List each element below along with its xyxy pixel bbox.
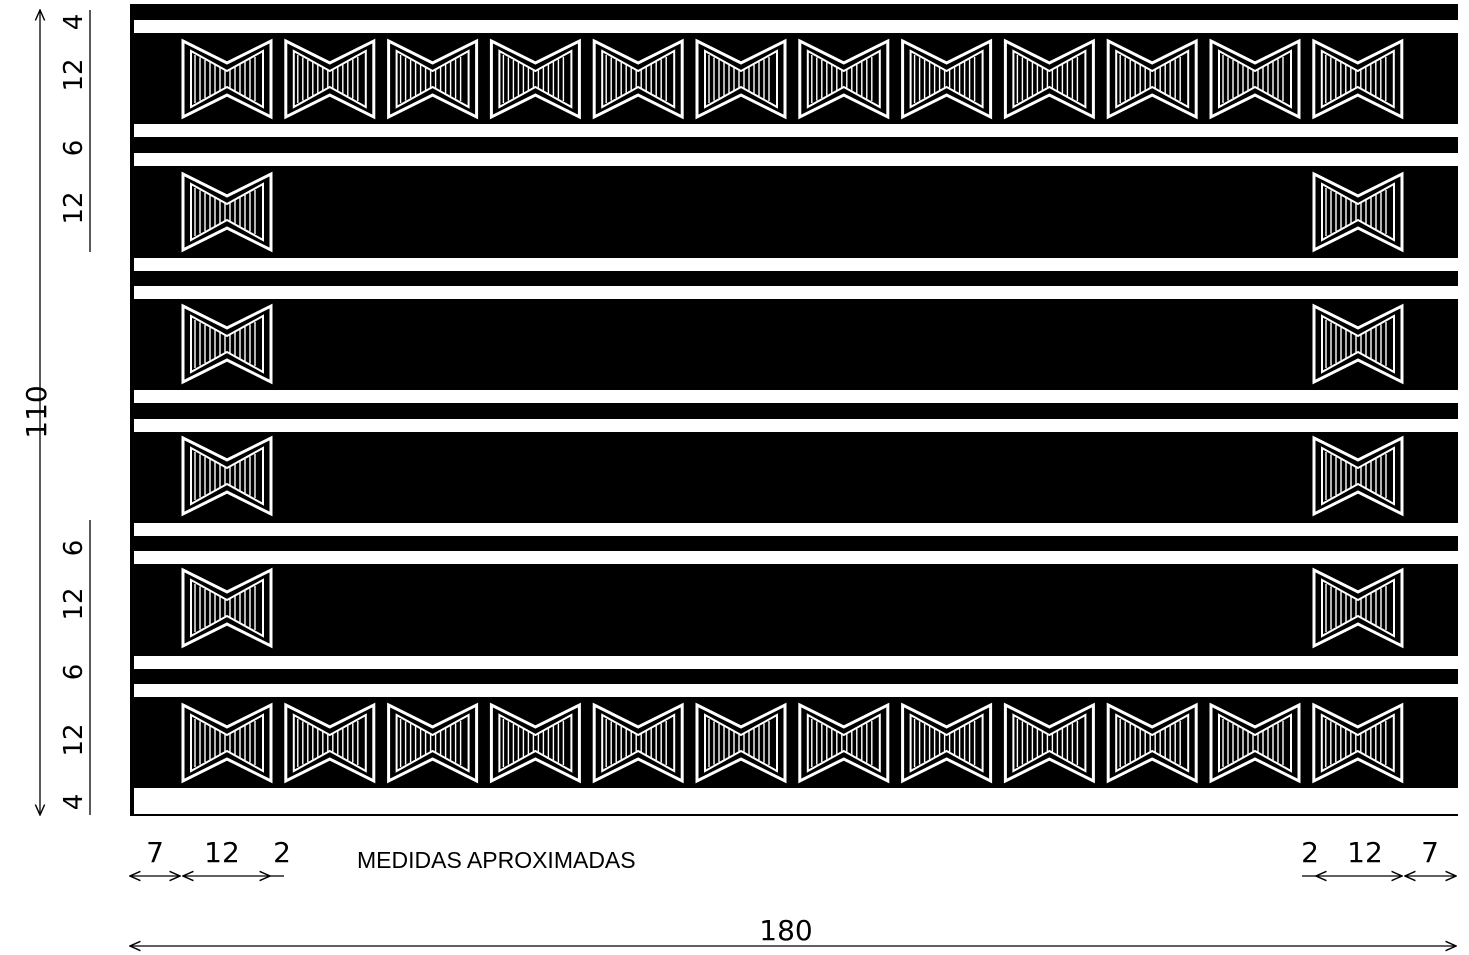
total-width-label: 180 bbox=[759, 914, 812, 947]
dim-bottom-12: 12 bbox=[59, 587, 89, 620]
bowtie-motif bbox=[284, 38, 376, 120]
bowtie-motif bbox=[181, 171, 273, 253]
bowtie-motif bbox=[181, 567, 273, 649]
dim-left-12: 12 bbox=[204, 836, 240, 869]
stripe bbox=[134, 286, 1458, 299]
bowtie-motif bbox=[1209, 38, 1301, 120]
dim-bottom-6: 6 bbox=[59, 540, 89, 557]
dim-right-7: 7 bbox=[1421, 836, 1439, 869]
bowtie-motif bbox=[798, 702, 890, 784]
bowtie-motif bbox=[284, 702, 376, 784]
bowtie-motif bbox=[1106, 702, 1198, 784]
bowtie-motif bbox=[387, 702, 479, 784]
bowtie-motif bbox=[901, 702, 993, 784]
bowtie-motif bbox=[181, 38, 273, 120]
bowtie-motif bbox=[1209, 702, 1301, 784]
stripe bbox=[134, 258, 1458, 271]
bowtie-motif bbox=[387, 38, 479, 120]
dim-top-12: 12 bbox=[59, 58, 89, 91]
dim-bottom-6b: 6 bbox=[59, 664, 89, 681]
stripe bbox=[134, 684, 1458, 697]
stripe bbox=[134, 20, 1458, 33]
bowtie-motif bbox=[1312, 171, 1404, 253]
bowtie-motif bbox=[1312, 702, 1404, 784]
bottom-border-stripe bbox=[134, 788, 1458, 814]
bottom-dimensions: 7 12 2 MEDIDAS APROXIMADAS 2 12 7 180 bbox=[130, 836, 1456, 947]
stripe bbox=[134, 390, 1458, 403]
dim-bottom-4: 4 bbox=[59, 794, 89, 811]
bowtie-motif bbox=[695, 38, 787, 120]
dim-left-2: 2 bbox=[273, 836, 291, 869]
bowtie-motif bbox=[1312, 567, 1404, 649]
left-dimensions: 110 4 12 6 12 6 12 6 12 4 bbox=[20, 10, 91, 815]
bowtie-motif bbox=[798, 38, 890, 120]
note-label: MEDIDAS APROXIMADAS bbox=[357, 847, 636, 873]
stripe bbox=[134, 551, 1458, 564]
bowtie-motifs bbox=[181, 38, 1404, 784]
total-height-label: 110 bbox=[20, 385, 53, 438]
bowtie-motif bbox=[181, 702, 273, 784]
bowtie-motif bbox=[1312, 38, 1404, 120]
stripe bbox=[134, 124, 1458, 137]
dim-top-12b: 12 bbox=[59, 191, 89, 224]
stripe bbox=[134, 523, 1458, 536]
dim-left-7: 7 bbox=[146, 836, 164, 869]
bowtie-motif bbox=[695, 702, 787, 784]
dim-right-12: 12 bbox=[1347, 836, 1383, 869]
rug-body bbox=[130, 4, 1458, 816]
bowtie-motif bbox=[181, 435, 273, 517]
stripe bbox=[134, 419, 1458, 432]
bowtie-motif bbox=[592, 702, 684, 784]
bowtie-motif bbox=[489, 38, 581, 120]
bowtie-motif bbox=[592, 38, 684, 120]
bowtie-motif bbox=[1003, 702, 1095, 784]
dim-top-4: 4 bbox=[59, 14, 89, 31]
bowtie-motif bbox=[901, 38, 993, 120]
stripe bbox=[134, 656, 1458, 669]
bowtie-motif bbox=[489, 702, 581, 784]
bowtie-motif bbox=[1106, 38, 1198, 120]
bowtie-motif bbox=[1003, 38, 1095, 120]
dim-bottom-12b: 12 bbox=[59, 723, 89, 756]
dim-right-2: 2 bbox=[1301, 836, 1319, 869]
white-stripes bbox=[134, 20, 1458, 814]
rug bbox=[130, 4, 1458, 816]
bowtie-motif bbox=[181, 303, 273, 385]
bowtie-motif bbox=[1312, 303, 1404, 385]
dim-top-6: 6 bbox=[59, 140, 89, 157]
bowtie-motif bbox=[1312, 435, 1404, 517]
stripe bbox=[134, 153, 1458, 166]
